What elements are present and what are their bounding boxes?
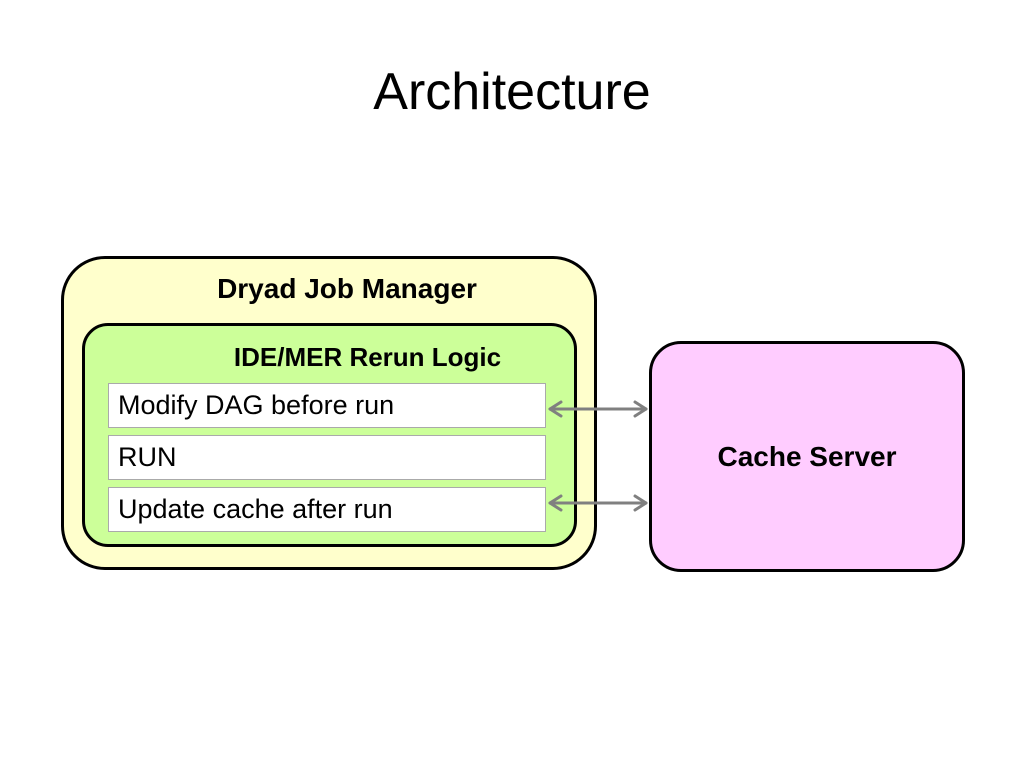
arrow-update-to-cache xyxy=(548,494,648,512)
cache-server-label: Cache Server xyxy=(717,440,897,472)
cache-server-box: Cache Server xyxy=(649,341,965,572)
step-update-cache: Update cache after run xyxy=(108,487,546,532)
step-run: RUN xyxy=(108,435,546,480)
rerun-logic-label: IDE/MER Rerun Logic xyxy=(233,342,502,372)
dryad-job-manager-label: Dryad Job Manager xyxy=(217,273,477,304)
arrow-modify-to-cache xyxy=(548,400,648,418)
step-modify-dag: Modify DAG before run xyxy=(108,383,546,428)
slide-title: Architecture xyxy=(373,63,651,121)
